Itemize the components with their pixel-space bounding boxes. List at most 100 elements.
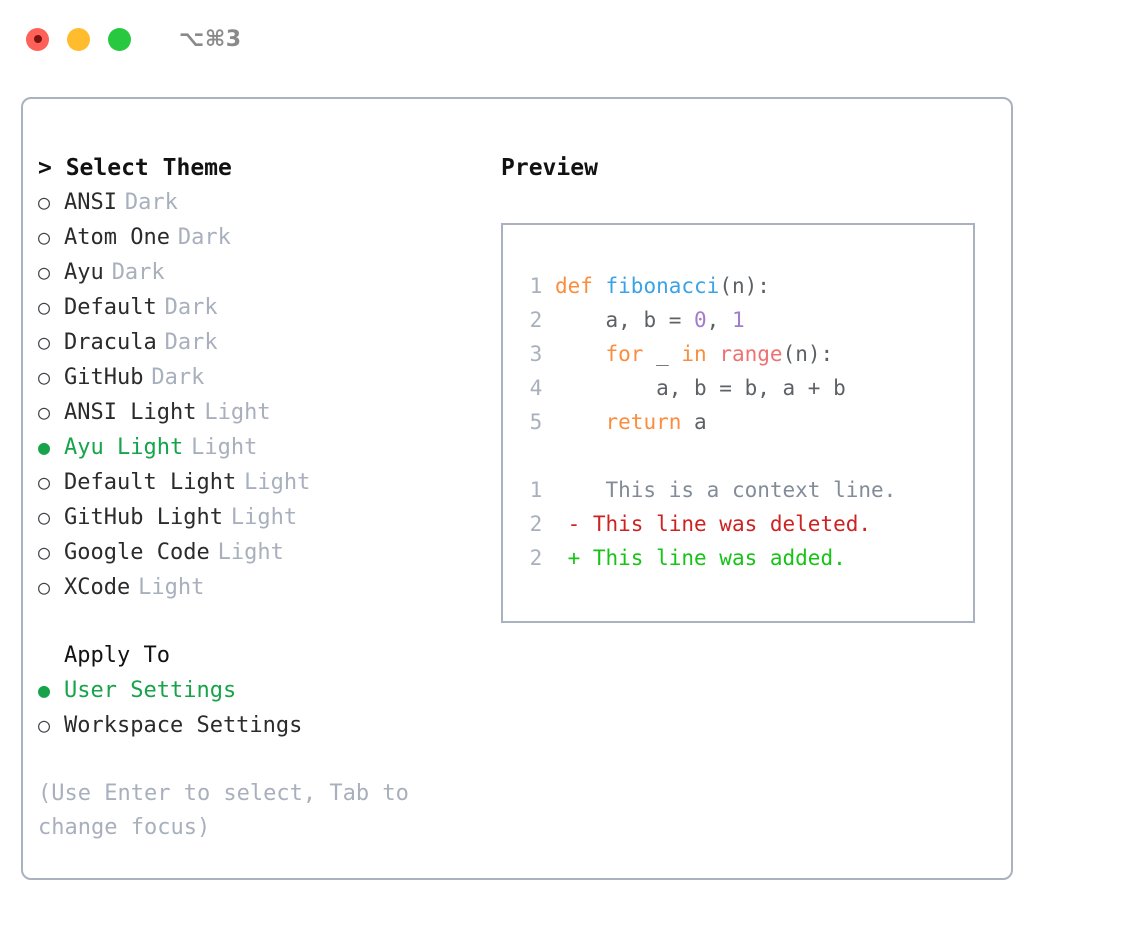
- diff-text: This is a context line.: [567, 478, 897, 502]
- code-token-pl: _: [643, 342, 682, 366]
- code-token-num: 1: [731, 308, 745, 332]
- diff-line-add: 2 + This line was added.: [517, 541, 973, 575]
- maximize-button[interactable]: [108, 27, 131, 51]
- code-line: 4 a, b = b, a + b: [517, 371, 973, 405]
- line-number: 2: [529, 546, 543, 570]
- theme-option-0[interactable]: ○ ANSI Dark: [38, 185, 488, 220]
- radio-unselected-icon: ○: [38, 540, 51, 564]
- code-token-bi: range: [719, 342, 783, 366]
- code-token-fn: fibonacci: [605, 274, 720, 298]
- diff-line-ctx: 1 This is a context line.: [517, 473, 973, 507]
- line-number: 5: [529, 410, 543, 434]
- apply-to-list: ●User Settings○Workspace Settings: [38, 673, 488, 743]
- theme-option-label: Google Code: [64, 540, 210, 565]
- radio-unselected-icon: ○: [38, 365, 51, 389]
- radio-unselected-icon: ○: [38, 330, 51, 354]
- code-diff-spacer: [517, 439, 973, 473]
- theme-option-label: Default Light: [64, 470, 237, 495]
- code-token-pl: (n):: [782, 342, 834, 366]
- line-number: 1: [529, 274, 543, 298]
- theme-option-variant: Dark: [124, 190, 178, 215]
- code-line: 5 return a: [517, 405, 973, 439]
- code-token-pl: [707, 342, 720, 366]
- code-token-num: 0: [694, 308, 707, 332]
- diff-line-del: 2 - This line was deleted.: [517, 507, 973, 541]
- radio-unselected-icon: ○: [38, 505, 51, 529]
- preview-title: Preview: [501, 155, 598, 181]
- code-token-pl: [555, 410, 606, 434]
- theme-option-label: ANSI: [64, 190, 117, 215]
- minimize-button[interactable]: [67, 27, 90, 51]
- theme-option-7[interactable]: ● Ayu Light Light: [38, 430, 488, 465]
- page-title: > Select Theme: [38, 155, 232, 181]
- apply-to-option-1[interactable]: ○Workspace Settings: [38, 708, 488, 743]
- diff-text: - This line was deleted.: [567, 512, 872, 536]
- diff-sample: 1 This is a context line.2 - This line w…: [517, 473, 973, 575]
- code-line: 2 a, b = 0, 1: [517, 303, 973, 337]
- code-token-pl: a: [681, 410, 707, 434]
- list-spacer: [38, 605, 488, 639]
- keyboard-shortcut-label: ⌥⌘3: [179, 26, 242, 52]
- radio-selected-icon: ●: [38, 435, 51, 459]
- theme-option-variant: Light: [217, 540, 284, 565]
- code-token-pl: a, b = b, a + b: [554, 376, 846, 400]
- apply-to-option-0[interactable]: ●User Settings: [38, 673, 488, 708]
- apply-to-option-label: User Settings: [64, 678, 237, 703]
- theme-option-label: Ayu: [64, 260, 104, 285]
- theme-option-variant: Light: [191, 435, 258, 460]
- theme-option-2[interactable]: ○ Ayu Dark: [38, 255, 488, 290]
- line-number: 2: [529, 512, 543, 536]
- theme-option-variant: Dark: [164, 330, 218, 355]
- line-number: 1: [529, 478, 543, 502]
- theme-option-variant: Dark: [111, 260, 165, 285]
- code-line: 1 def fibonacci(n):: [517, 269, 973, 303]
- line-number: 4: [529, 376, 543, 400]
- theme-option-variant: Dark: [164, 295, 218, 320]
- apply-to-option-label: Workspace Settings: [64, 713, 303, 738]
- apply-to-heading: Apply To: [64, 643, 170, 668]
- radio-unselected-icon: ○: [38, 575, 51, 599]
- code-token-pl: a, b =: [554, 308, 695, 332]
- keyboard-hint: (Use Enter to select, Tab to change focu…: [38, 781, 409, 840]
- radio-unselected-icon: ○: [38, 295, 51, 319]
- radio-unselected-icon: ○: [38, 470, 51, 494]
- theme-option-label: GitHub Light: [64, 505, 223, 530]
- code-token-kw: return: [605, 410, 682, 434]
- code-token-kw: for: [605, 342, 644, 366]
- theme-option-label: Ayu Light: [64, 435, 184, 460]
- radio-unselected-icon: ○: [38, 225, 51, 249]
- diff-text: + This line was added.: [567, 546, 846, 570]
- theme-option-variant: Light: [204, 400, 271, 425]
- theme-option-6[interactable]: ○ ANSI Light Light: [38, 395, 488, 430]
- theme-option-5[interactable]: ○ GitHub Dark: [38, 360, 488, 395]
- line-number: 2: [529, 308, 543, 332]
- theme-option-label: XCode: [64, 575, 131, 600]
- code-token-pl: [555, 342, 606, 366]
- code-token-kw: in: [681, 342, 707, 366]
- line-number: 3: [529, 342, 543, 366]
- radio-unselected-icon: ○: [38, 190, 51, 214]
- theme-option-label: GitHub: [64, 365, 144, 390]
- code-token-kw: def: [554, 274, 606, 298]
- preview-column: Preview 1 def fibonacci(n):2 a, b = 0, 1…: [501, 151, 1001, 623]
- theme-option-variant: Light: [230, 505, 298, 530]
- theme-option-variant: Dark: [151, 365, 205, 390]
- theme-option-10[interactable]: ○ Google Code Light: [38, 535, 488, 570]
- close-button[interactable]: [26, 27, 49, 51]
- radio-unselected-icon: ○: [38, 400, 51, 424]
- radio-unselected-icon: ○: [38, 260, 51, 284]
- theme-option-variant: Dark: [177, 225, 231, 250]
- code-line: 3 for _ in range(n):: [517, 337, 973, 371]
- theme-option-label: ANSI Light: [64, 400, 197, 425]
- theme-option-9[interactable]: ○ GitHub Light Light: [38, 500, 488, 535]
